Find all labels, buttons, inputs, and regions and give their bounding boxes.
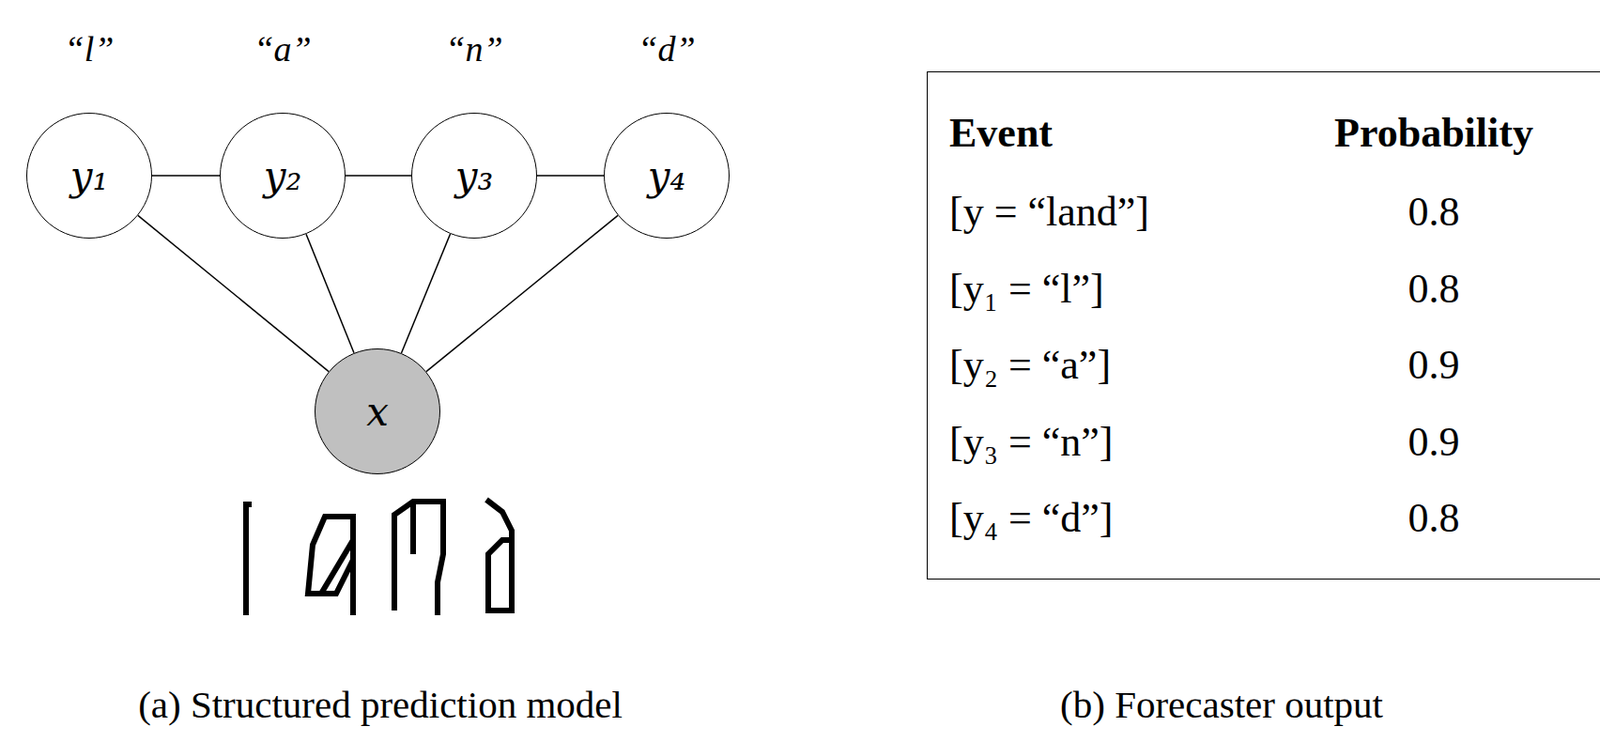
table-cell: 0.9: [1408, 340, 1461, 389]
table-cell: 0.9: [1408, 417, 1461, 466]
value-label: “d”: [637, 28, 695, 70]
table-cell: 0.8: [1408, 187, 1461, 236]
glyph-d: [486, 499, 512, 611]
dependency-edge: [306, 233, 354, 354]
variable-circle: x: [314, 348, 441, 475]
dependency-edge: [138, 215, 329, 371]
table-header: Probability: [1334, 108, 1534, 157]
table-cell: [y₄ = “d”]: [949, 493, 1114, 542]
glyph-a: [307, 516, 354, 616]
dependency-edge: [400, 233, 450, 354]
variable-name: y₂: [263, 153, 303, 200]
glyph-n: [394, 501, 444, 616]
variable-name: x: [366, 388, 389, 435]
variable-name: y₁: [70, 153, 109, 200]
variable-circle: y₂: [219, 112, 346, 239]
handwritten-land: [246, 499, 512, 616]
table-cell: [y₁ = “l”]: [949, 264, 1105, 313]
figure-caption: (b) Forecaster output: [1060, 681, 1384, 727]
table-cell: [y₃ = “n”]: [949, 417, 1114, 466]
table-cell: [y = “land”]: [949, 187, 1150, 236]
dependency-edge: [152, 174, 220, 177]
variable-circle: y₁: [26, 112, 153, 239]
dependency-edge: [537, 174, 604, 177]
dependency-edge: [426, 215, 618, 371]
dependency-edge: [345, 174, 412, 177]
figure-caption: (a) Structured prediction model: [138, 681, 623, 727]
table-cell: 0.8: [1408, 264, 1461, 313]
value-label: “l”: [64, 28, 115, 70]
table-header: Event: [949, 108, 1053, 157]
value-label: “n”: [445, 28, 503, 70]
glyph-l: [246, 504, 252, 616]
value-label: “a”: [253, 28, 311, 70]
variable-circle: y₃: [411, 112, 538, 239]
table-cell: [y₂ = “a”]: [949, 340, 1111, 389]
table-cell: 0.8: [1408, 493, 1461, 542]
variable-circle: y₄: [603, 112, 730, 239]
variable-name: y₃: [455, 153, 494, 200]
variable-name: y₄: [647, 153, 687, 200]
